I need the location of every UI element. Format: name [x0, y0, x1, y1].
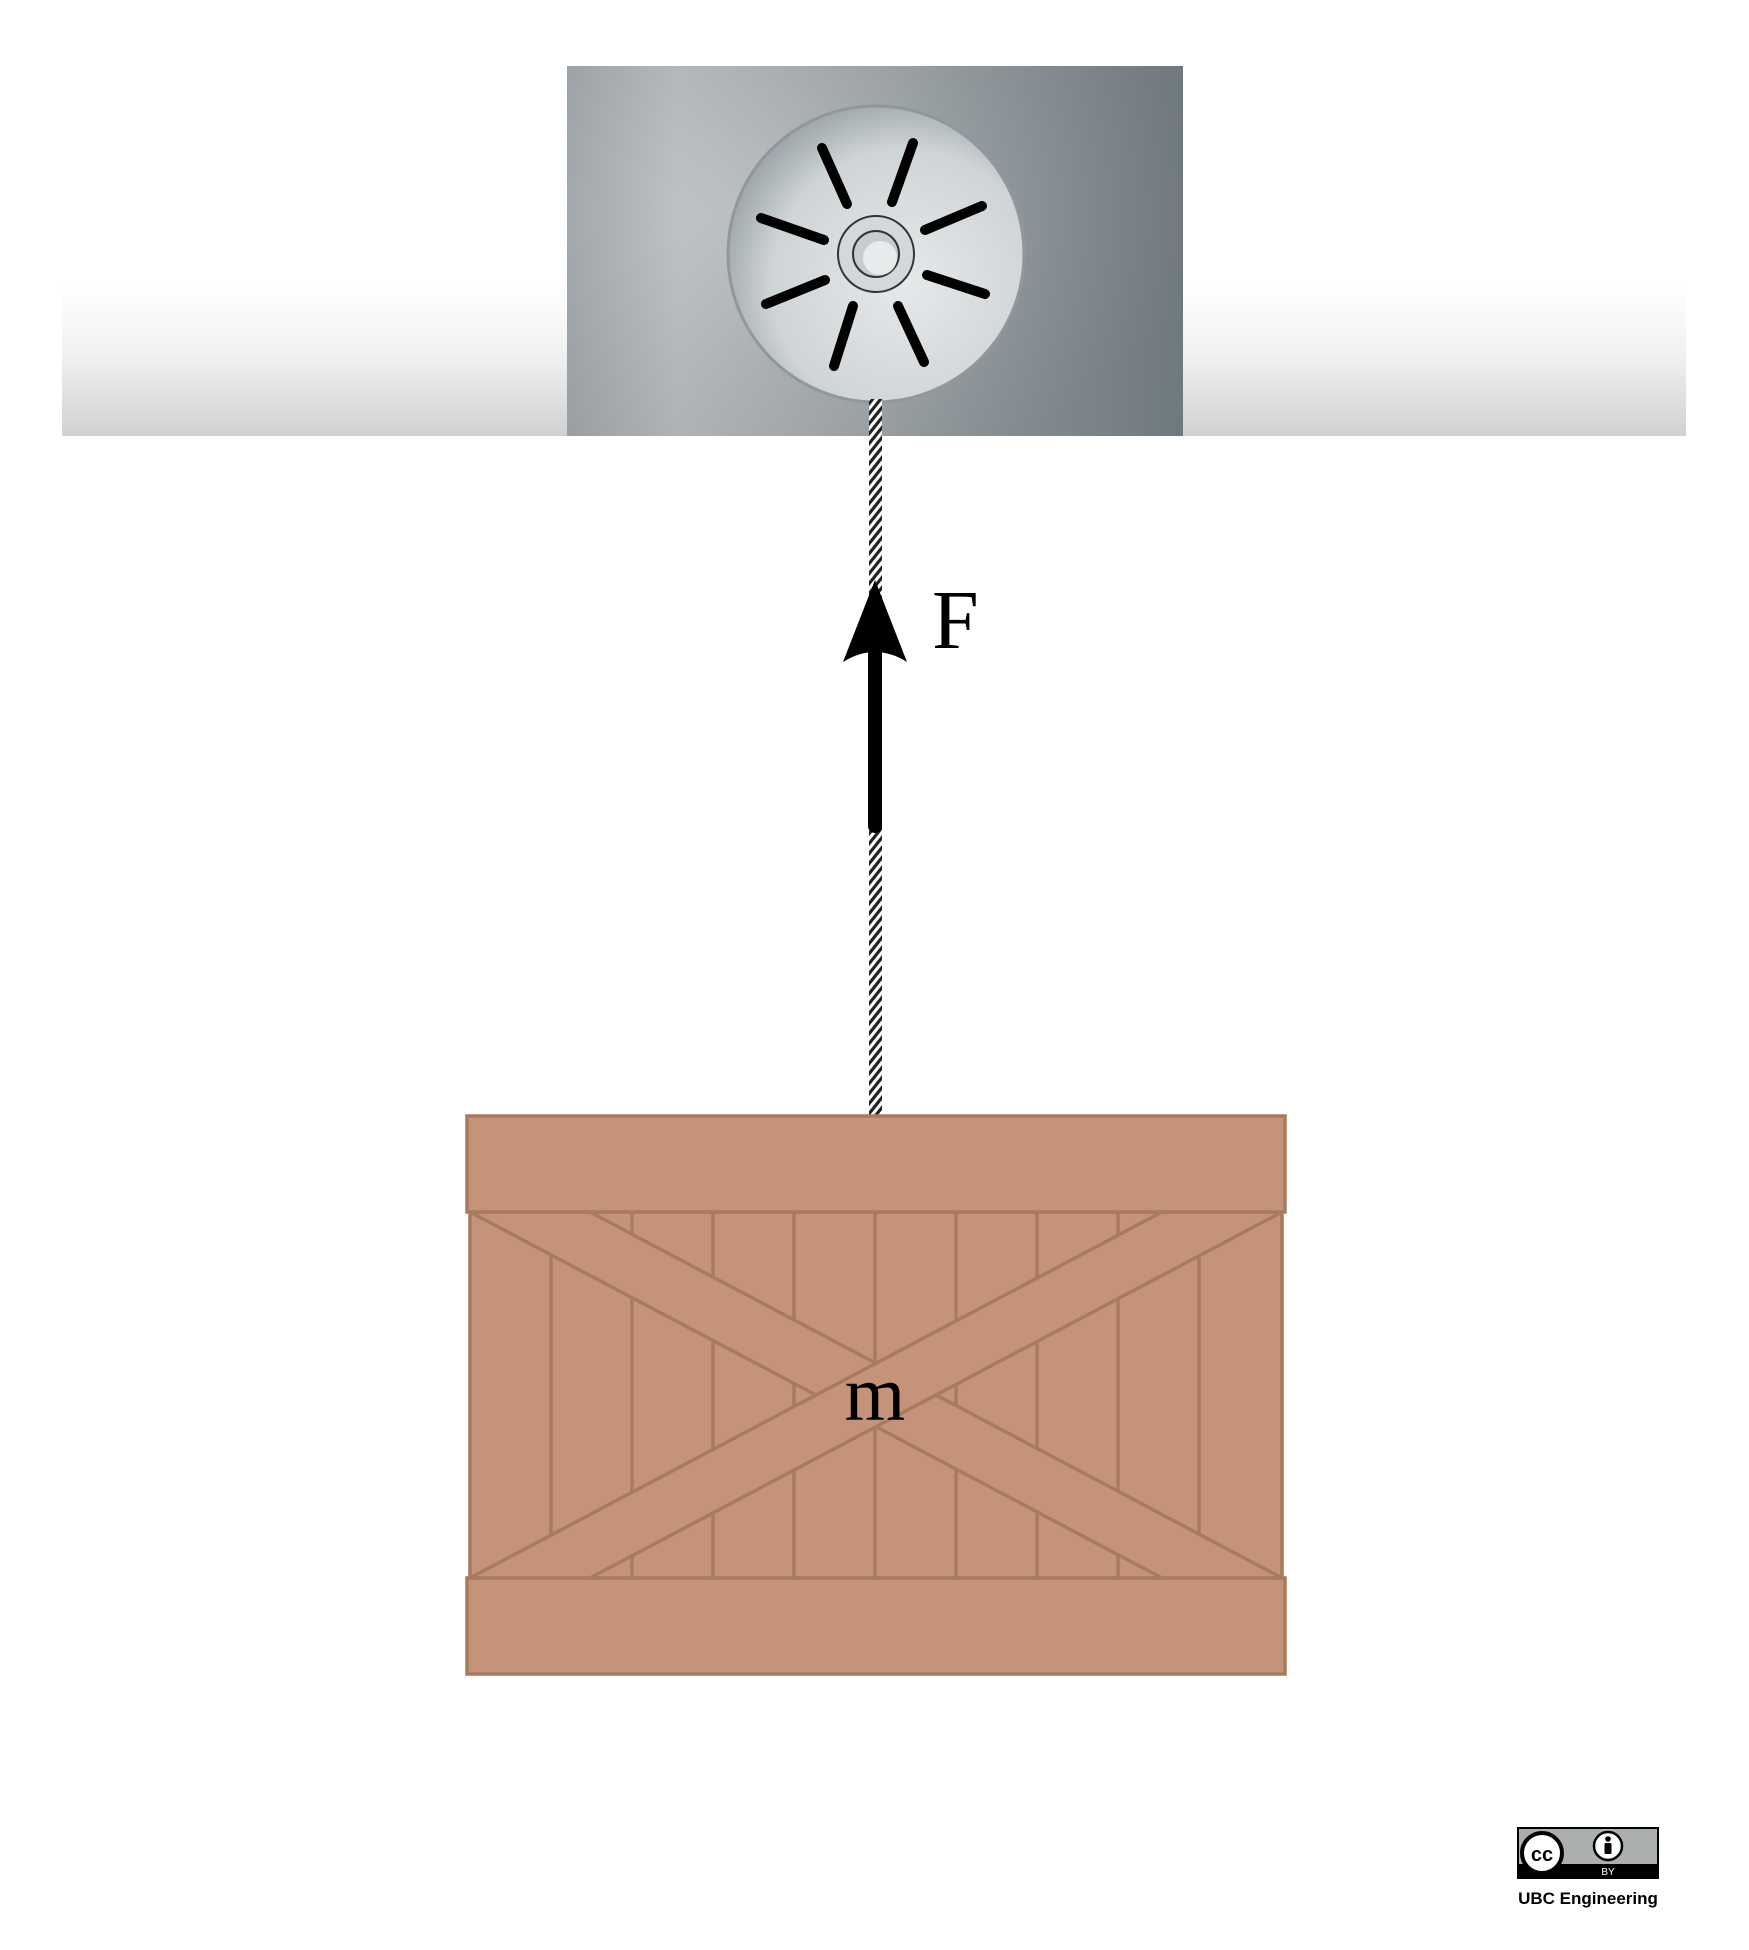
- crate: [465, 1114, 1287, 1676]
- pulley-spokes: [756, 138, 990, 371]
- crate-top-board: [465, 1114, 1287, 1214]
- cc-text: cc: [1531, 1844, 1553, 1866]
- force-arrow: [843, 580, 907, 833]
- attribution-person-icon: [1592, 1830, 1624, 1862]
- force-label: F: [932, 574, 979, 667]
- by-text: BY: [1601, 1867, 1615, 1878]
- crate-bottom-board: [465, 1576, 1287, 1676]
- cc-by-badge: cc BY: [1517, 1827, 1659, 1879]
- pulley-wheel: [726, 104, 1026, 404]
- license-credit: UBC Engineering: [1518, 1889, 1658, 1908]
- cc-icon: [1520, 1831, 1564, 1875]
- mass-label: m: [845, 1350, 906, 1437]
